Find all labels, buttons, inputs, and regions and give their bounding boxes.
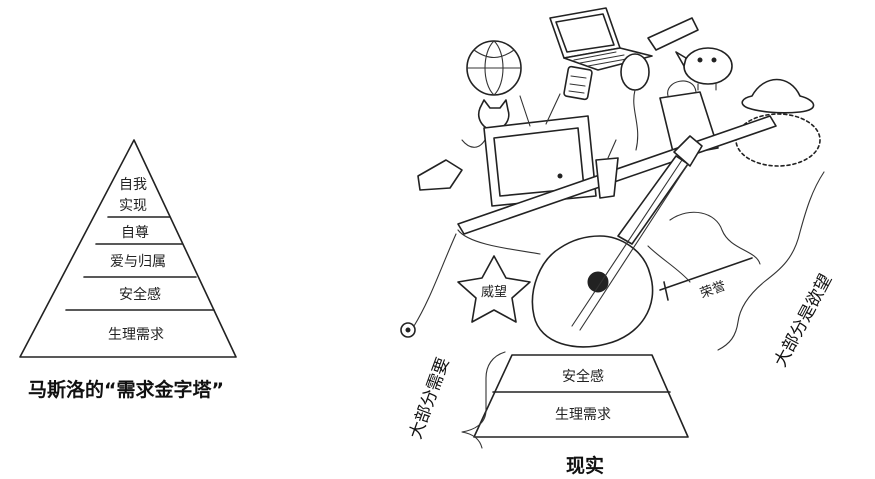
pyramid-level-physiological: 生理需求 — [108, 327, 164, 343]
balloon-illustration — [621, 54, 649, 150]
prestige-label: 威望 — [481, 284, 507, 300]
pyramid-level-self-actualization-1: 自我 — [119, 177, 147, 193]
necklace-illustration — [736, 114, 820, 166]
pile-of-possessions: 威望 荣誉 — [401, 8, 820, 347]
book-illustration — [648, 18, 698, 50]
yoyo-illustration — [401, 234, 456, 337]
wants-label: 大部分是欲望 — [771, 271, 837, 370]
star-badge-illustration: 威望 — [458, 256, 530, 322]
phone-illustration — [564, 66, 593, 100]
pyramid-level-safety: 安全感 — [119, 286, 161, 303]
base-trapezoid — [474, 355, 688, 437]
sneaker-illustration — [418, 160, 462, 190]
piggy-bank-illustration — [676, 48, 732, 90]
base-level-safety: 安全感 — [562, 368, 604, 385]
pyramid-level-esteem: 自尊 — [121, 224, 149, 241]
maslow-caption: 马斯洛的“需求金字塔” — [28, 378, 224, 401]
needs-brace — [462, 352, 505, 448]
reality-caption: 现实 — [566, 454, 604, 477]
pyramid-outline — [20, 140, 236, 357]
needs-label: 大部分需要 — [406, 355, 454, 442]
honor-label: 荣誉 — [698, 279, 728, 302]
hat-illustration — [742, 80, 813, 113]
honor-spear-illustration: 荣誉 — [660, 258, 752, 302]
base-level-physiological: 生理需求 — [555, 407, 611, 423]
maslow-pyramid: 自我 实现 自尊 爱与归属 安全感 生理需求 — [20, 140, 236, 357]
basketball-illustration — [467, 41, 521, 95]
pyramid-level-love-belonging: 爱与归属 — [110, 253, 166, 270]
cup-illustration — [596, 140, 618, 198]
reality-base-pyramid: 安全感 生理需求 — [474, 355, 688, 437]
pyramid-level-self-actualization-2: 实现 — [119, 198, 147, 214]
ribbon-illustration — [670, 212, 760, 264]
